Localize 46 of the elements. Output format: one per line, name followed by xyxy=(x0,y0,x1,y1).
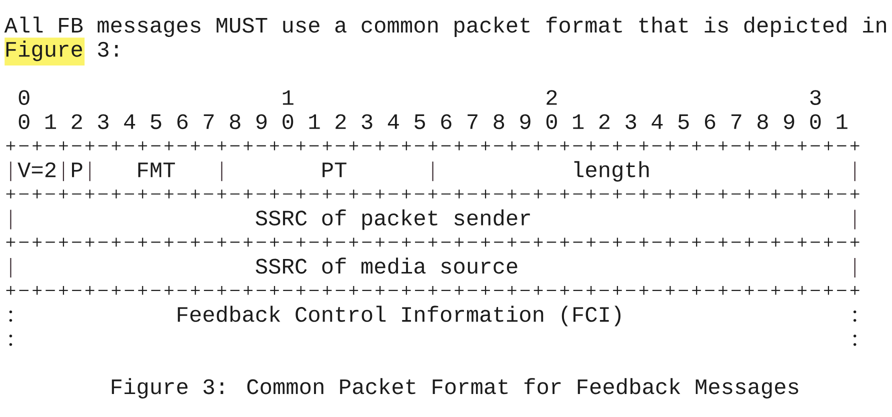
bit-number: 3 xyxy=(362,114,372,130)
bit-number: 2 xyxy=(72,114,82,129)
bit-number: 0 xyxy=(282,114,294,130)
packet-field: SSRC of packet sender xyxy=(256,209,530,230)
bit-number: 6 xyxy=(704,114,716,130)
packet-field: V=2 xyxy=(18,162,56,178)
bit-number: 7 xyxy=(204,114,214,129)
packet-field: P xyxy=(72,162,82,178)
bit-number: 1 xyxy=(573,114,584,129)
bit-number: 3 xyxy=(810,90,821,106)
bit-number: 1 xyxy=(282,90,294,105)
bit-number: 8 xyxy=(758,114,768,130)
bit-number: 2 xyxy=(546,90,557,105)
bit-number: 6 xyxy=(177,114,188,130)
bit-number: 4 xyxy=(124,114,136,129)
packet-field: length xyxy=(574,161,649,182)
bit-number: 5 xyxy=(150,114,162,130)
bit-number: 0 xyxy=(18,90,30,106)
bit-number: 9 xyxy=(784,114,794,130)
bit-number: 3 xyxy=(626,114,636,130)
packet-field: PT xyxy=(322,162,346,178)
bit-number: 9 xyxy=(256,114,267,130)
body-text: All FB messages MUST use a common packet format that is depicted in Figure 3: xyxy=(4,16,886,66)
bit-number: 4 xyxy=(388,114,399,129)
bit-number: 5 xyxy=(414,114,425,130)
bit-number: 9 xyxy=(520,114,530,130)
bit-number: 0 xyxy=(810,114,821,130)
bit-number: 8 xyxy=(494,114,504,130)
figure-caption: Figure 3: Common Packet Format for Feedback Messages xyxy=(112,378,798,399)
bit-number: 6 xyxy=(441,114,452,130)
bit-number: 7 xyxy=(731,114,742,129)
bit-number: 1 xyxy=(836,114,848,129)
packet-field: FMT xyxy=(138,162,175,178)
bit-number: 1 xyxy=(309,114,320,129)
bit-number: 5 xyxy=(678,114,689,130)
bit-number: 0 xyxy=(546,114,557,130)
bit-number: 2 xyxy=(336,114,346,129)
bit-number: 4 xyxy=(652,114,663,129)
bit-number: 2 xyxy=(599,114,610,129)
bit-number: 3 xyxy=(98,114,108,130)
bit-number: 1 xyxy=(45,114,56,129)
bit-number: 0 xyxy=(18,114,30,130)
bit-number: 7 xyxy=(468,114,478,129)
bit-number: 8 xyxy=(230,114,240,130)
packet-field: Feedback Control Information (FCI) xyxy=(178,306,620,326)
packet-field: SSRC of media source xyxy=(256,258,518,274)
